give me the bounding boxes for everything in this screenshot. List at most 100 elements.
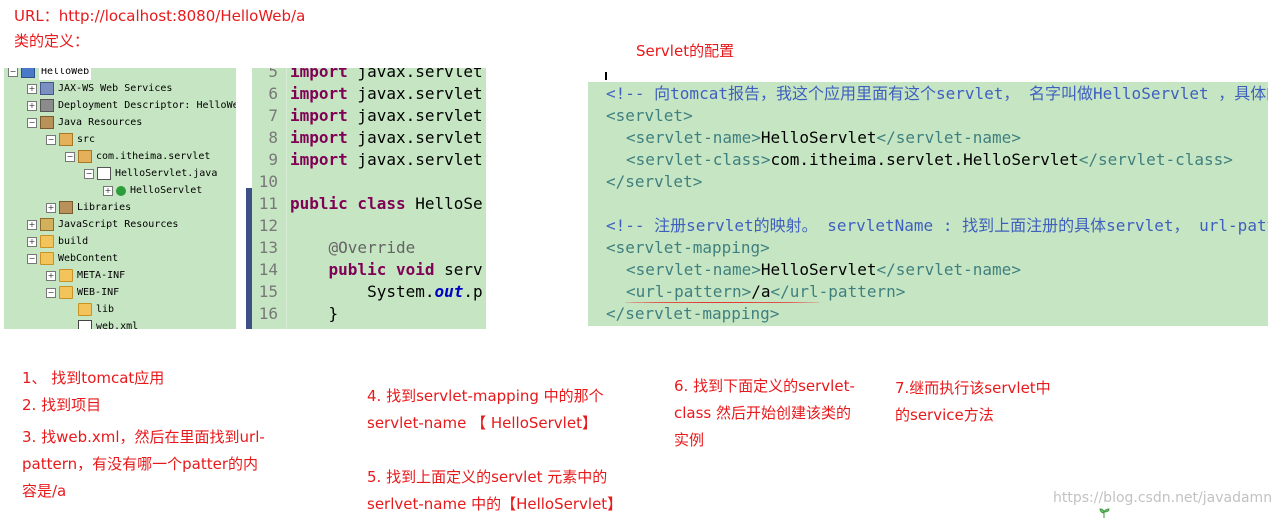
tree-item-label: src	[77, 134, 96, 145]
web-xml-editor[interactable]: <!-- 向tomcat报告，我这个应用里面有这个servlet， 名字叫做He…	[588, 82, 1268, 326]
code-rest: javax.servlet	[347, 128, 483, 147]
class-icon	[116, 185, 126, 196]
tag: </servlet-name>	[876, 260, 1021, 279]
package-icon	[78, 150, 92, 163]
expand-icon[interactable]: +	[27, 83, 37, 94]
xml-servlet-class-line: <servlet-class>com.itheima.servlet.Hello…	[626, 149, 1233, 171]
line-number: 11	[258, 194, 278, 213]
tree-item[interactable]: − WebContent	[27, 250, 118, 267]
collapse-icon[interactable]: −	[46, 287, 56, 298]
xml-servlet-name-line: <servlet-name>HelloServlet</servlet-name…	[626, 127, 1021, 149]
collapse-icon[interactable]: −	[84, 168, 94, 179]
url-pattern-value: /a	[751, 282, 771, 301]
collapse-icon[interactable]: −	[46, 134, 56, 145]
tree-item[interactable]: −com.itheima.servlet	[65, 148, 210, 165]
step-5-note-line1: 5. 找到上面定义的servlet 元素中的	[367, 468, 608, 486]
tree-item[interactable]: + build	[27, 233, 88, 250]
expand-icon[interactable]: +	[46, 270, 56, 281]
library-icon	[59, 201, 73, 214]
code-rest: javax.servlet	[347, 84, 483, 103]
line-number: 10	[258, 172, 278, 191]
step-3-note-line3: 容是/a	[22, 482, 67, 500]
red-annotation-line	[625, 302, 820, 304]
code-rest: System.	[290, 282, 435, 301]
descriptor-icon	[40, 99, 54, 112]
code-text: @Override	[290, 237, 416, 259]
folder-icon	[40, 252, 54, 265]
expand-icon[interactable]: +	[27, 236, 37, 247]
servlet-config-label: Servlet的配置	[636, 42, 735, 60]
tree-item[interactable]: +JAX-WS Web Services	[27, 80, 172, 97]
tag: <servlet-name>	[626, 128, 761, 147]
expand-icon[interactable]: +	[27, 219, 37, 230]
tree-item[interactable]: web.xml	[65, 318, 138, 329]
tree-item-label: HelloServlet	[130, 185, 203, 196]
folder-icon	[59, 269, 73, 282]
step-5-note-line2: serlvet-name 中的【HelloServlet】	[367, 495, 623, 513]
xml-comment-servlet: <!-- 向tomcat报告，我这个应用里面有这个servlet， 名字叫做He…	[606, 84, 1268, 103]
line-number: 16	[258, 304, 278, 323]
line-number: 14	[258, 260, 278, 279]
code-line: 12	[252, 215, 278, 237]
keyword-text: import	[290, 128, 348, 147]
watermark: https://blog.csdn.net/javadamn	[1053, 490, 1273, 506]
expand-icon[interactable]: +	[46, 202, 56, 213]
webservice-icon	[40, 82, 54, 95]
url-label: URL：http://localhost:8080/HelloWeb/a	[14, 7, 306, 25]
code-text: import javax.servlet	[290, 83, 483, 105]
tree-item[interactable]: + HelloServlet	[103, 182, 202, 199]
tree-item-label: Deployment Descriptor: HelloWeb	[58, 100, 236, 111]
expand-icon[interactable]: +	[103, 185, 113, 196]
line-number: 7	[268, 106, 278, 125]
keyword-text: public class	[290, 194, 406, 213]
xml-comment-mapping: <!-- 注册servlet的映射。 servletName : 找到上面注册的…	[606, 216, 1268, 235]
tree-item[interactable]: − src	[46, 131, 95, 148]
tree-item-label: HelloServlet.java	[115, 168, 218, 179]
collapse-icon[interactable]: −	[27, 117, 37, 128]
tree-item-label: WebContent	[58, 253, 119, 264]
xml-mapping-name-line: <servlet-name>HelloServlet</servlet-name…	[626, 259, 1021, 281]
code-text: import javax.servlet	[290, 127, 483, 149]
sprout-icon	[1099, 508, 1110, 518]
line-number: 13	[258, 238, 278, 257]
tree-item[interactable]: +JavaScript Resources	[27, 216, 178, 233]
step-6-note-line1: 6. 找到下面定义的servlet-	[674, 377, 855, 395]
step-6-note-line3: 实例	[674, 431, 705, 449]
tag: <url-pattern>	[626, 282, 752, 301]
expand-icon[interactable]: +	[27, 100, 37, 111]
tree-item[interactable]: − HelloServlet.java	[84, 165, 217, 182]
source-folder-icon	[59, 133, 73, 146]
java-resources-icon	[40, 116, 54, 129]
code-line: 11 public class HelloSe	[252, 193, 483, 215]
javascript-icon	[40, 218, 54, 231]
line-number: 9	[268, 150, 278, 169]
tree-item-label: Java Resources	[58, 117, 143, 128]
tree-item[interactable]: +Libraries	[46, 199, 131, 216]
tree-item-label: build	[58, 236, 89, 247]
code-text: public class HelloSe	[290, 193, 483, 215]
tree-item[interactable]: −WEB-INF	[46, 284, 119, 301]
collapse-icon[interactable]: −	[8, 68, 18, 77]
java-file-icon	[97, 167, 111, 180]
code-line: 10	[252, 171, 278, 193]
tree-item[interactable]: + Deployment Descriptor: HelloWeb	[27, 97, 236, 114]
xml-mapping-close-tag: </servlet-mapping>	[606, 304, 780, 323]
code-rest: javax.servlet	[347, 68, 483, 81]
keyword-text: import	[290, 106, 348, 125]
tree-item[interactable]: − Java Resources	[27, 114, 142, 131]
code-line: 16 }	[252, 303, 338, 325]
xml-file-icon	[78, 320, 92, 329]
tree-item-label: web.xml	[96, 321, 139, 329]
tree-item[interactable]: −HelloWeb	[8, 68, 92, 80]
tag: </servlet-class>	[1078, 150, 1233, 169]
collapse-icon[interactable]: −	[27, 253, 37, 264]
tree-item[interactable]: lib	[65, 301, 114, 318]
tree-item[interactable]: +META-INF	[46, 267, 125, 284]
collapse-icon[interactable]: −	[65, 151, 75, 162]
code-text: System.out.p	[290, 281, 483, 303]
